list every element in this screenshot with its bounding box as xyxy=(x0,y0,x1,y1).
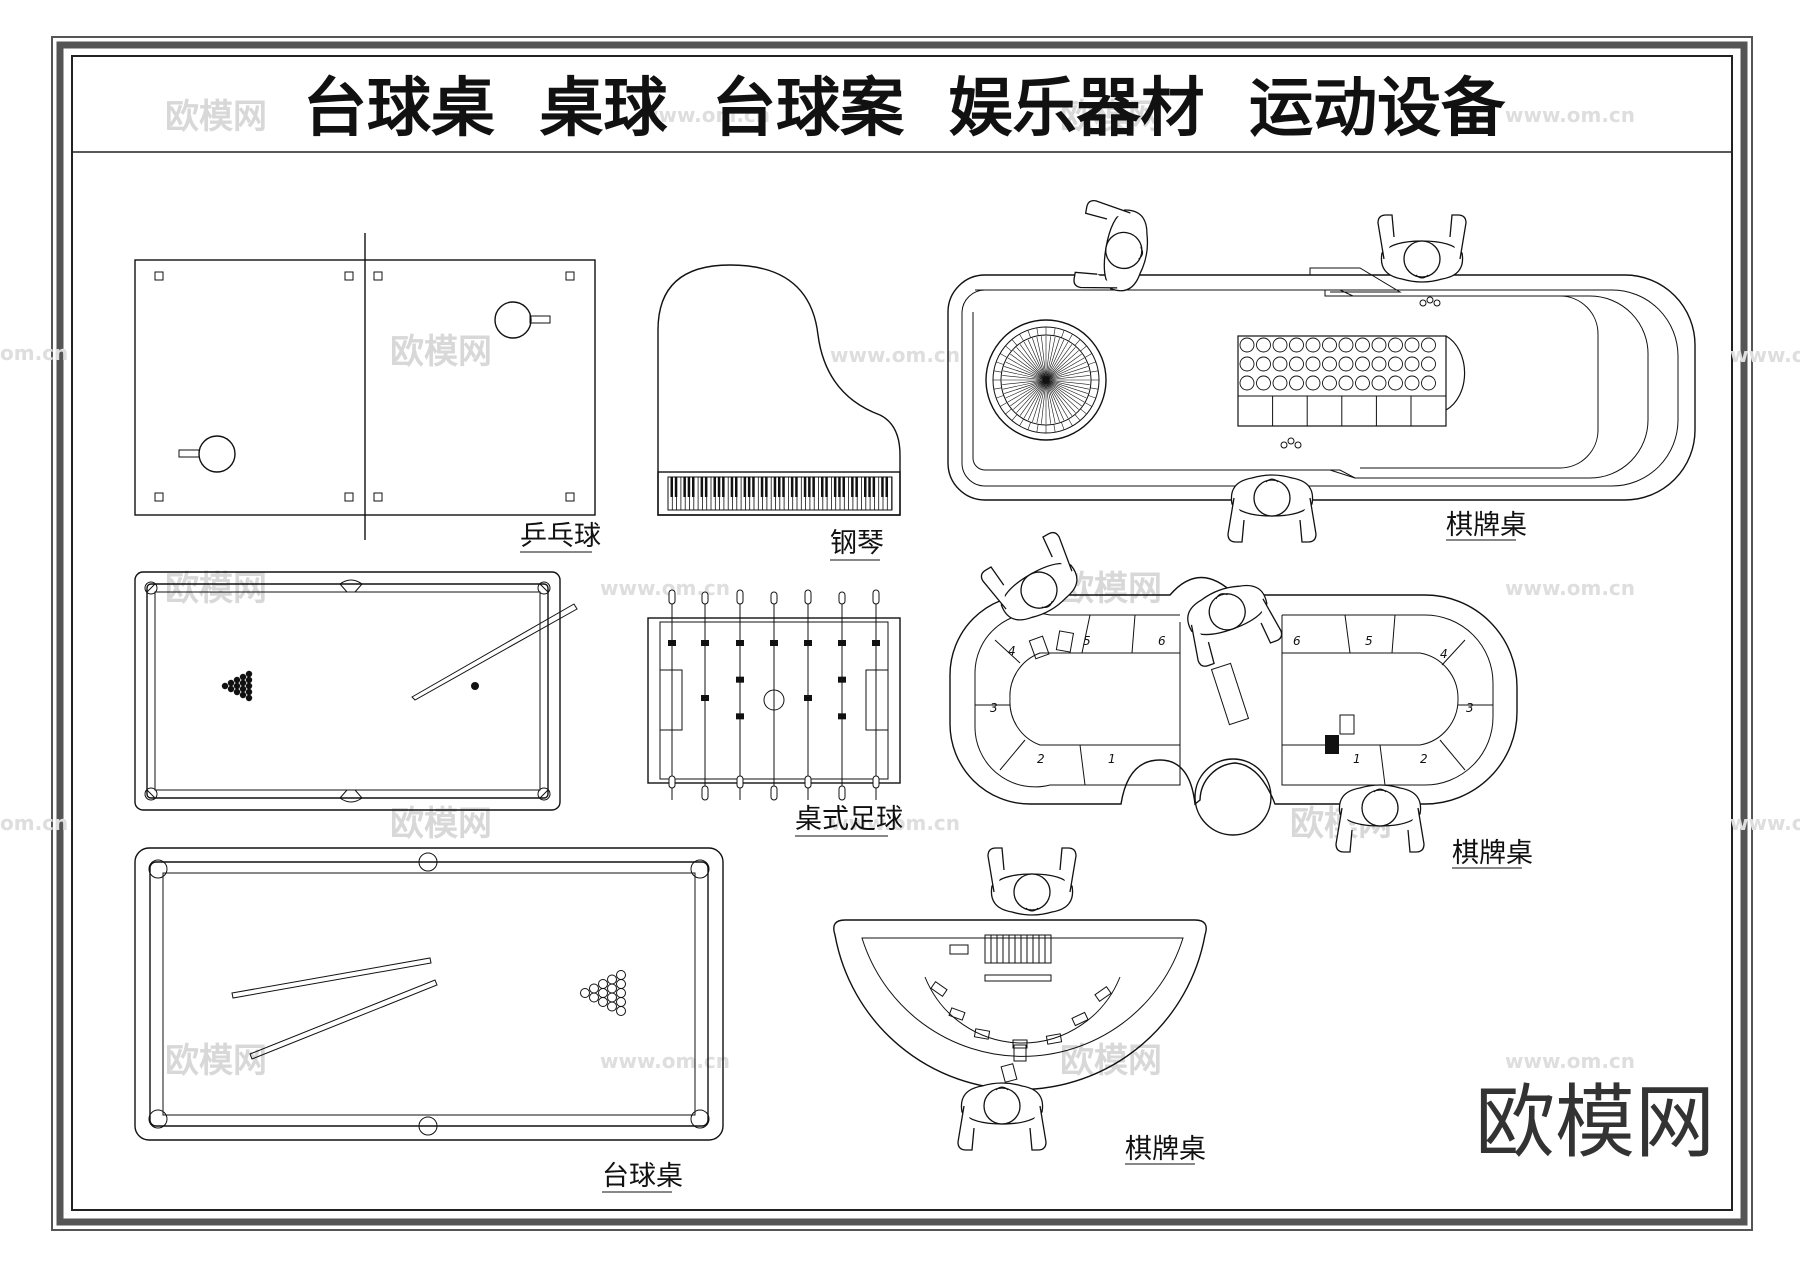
watermark-url: www.om.cn xyxy=(1505,103,1635,127)
person-figure xyxy=(980,531,1078,621)
ball-rack xyxy=(221,670,253,702)
betting-grid xyxy=(1237,335,1466,427)
person-figure xyxy=(987,847,1077,916)
watermark-url: om.cn xyxy=(0,811,68,835)
svg-text:2: 2 xyxy=(1037,752,1045,766)
piano-label: 钢琴 xyxy=(830,528,884,559)
svg-text:6: 6 xyxy=(1293,634,1301,648)
card-table-label: 棋牌桌 xyxy=(1446,510,1527,541)
svg-text:1: 1 xyxy=(1108,752,1116,766)
watermark-url: www.om.cn xyxy=(600,1049,730,1073)
people-figures xyxy=(957,199,1467,1151)
playing-card-icon xyxy=(1000,1044,1027,1083)
watermark-url: www.om.cn xyxy=(830,343,960,367)
svg-text:4: 4 xyxy=(1008,644,1016,658)
billiards-label: 台球桌 xyxy=(602,1161,683,1192)
roulette-table xyxy=(947,267,1696,501)
seat-numbers: 1 2 3 4 5 6 6 5 4 3 2 1 xyxy=(990,634,1474,766)
watermark-logo: 欧模网 xyxy=(165,1041,267,1081)
svg-text:6: 6 xyxy=(1158,634,1166,648)
foosball-table xyxy=(647,589,901,801)
billiards-table-small xyxy=(134,571,578,811)
card-table-label: 棋牌桌 xyxy=(1452,838,1533,869)
watermark-url: www.om.cn xyxy=(640,103,770,127)
person-figure xyxy=(1335,784,1425,853)
playing-card-icon xyxy=(1028,630,1355,754)
drawing-frame xyxy=(51,36,1753,1231)
ball-rack xyxy=(580,970,626,1016)
card-table-label: 棋牌桌 xyxy=(1125,1134,1206,1165)
sheet-title: 台球桌 桌球 台球案 娱乐器材 运动设备 xyxy=(303,72,1506,146)
person-figure xyxy=(1187,584,1283,667)
pingpong-label: 乒乓球 xyxy=(520,521,601,552)
watermark-url: www.om.cn xyxy=(600,576,730,600)
cue-ball xyxy=(471,682,479,690)
watermark-logo: 欧模网 xyxy=(390,332,492,372)
person-figure xyxy=(1227,474,1317,543)
paddle-icon xyxy=(494,301,551,339)
pingpong-table xyxy=(134,233,596,540)
cue-stick xyxy=(411,603,578,701)
person-figure xyxy=(957,1082,1047,1151)
piano-keyboard xyxy=(667,476,893,511)
watermark-url: www.om.cn xyxy=(1505,1049,1635,1073)
roulette-wheel xyxy=(985,319,1107,441)
double-card-table: 1 2 3 4 5 6 6 5 4 3 2 1 xyxy=(949,576,1518,836)
svg-text:5: 5 xyxy=(1083,634,1091,648)
svg-text:4: 4 xyxy=(1440,647,1448,661)
grand-piano xyxy=(657,264,901,516)
svg-text:5: 5 xyxy=(1365,634,1373,648)
person-figure xyxy=(1377,214,1467,283)
watermark-url: www.om.cn xyxy=(1505,576,1635,600)
person-figure xyxy=(1073,199,1149,292)
billiards-table-large xyxy=(134,847,724,1141)
watermark-url: om.cn xyxy=(0,341,68,365)
blackjack-table xyxy=(833,919,1207,1091)
svg-text:3: 3 xyxy=(990,701,998,715)
foosball-label: 桌式足球 xyxy=(795,804,903,835)
cue-stick xyxy=(249,979,438,1060)
foosball-rods xyxy=(668,589,880,801)
watermark-logo: 欧模网 xyxy=(165,97,267,137)
watermark-url: www.om.cn xyxy=(1730,811,1800,835)
watermark-logo: 欧模网 xyxy=(165,569,267,609)
svg-text:3: 3 xyxy=(1466,701,1474,715)
watermark-url: www.om.cn xyxy=(830,811,960,835)
cue-stick xyxy=(231,957,432,999)
paddle-icon xyxy=(178,435,236,473)
svg-text:1: 1 xyxy=(1353,752,1361,766)
watermark-logo: 欧模网 xyxy=(1060,1041,1162,1081)
svg-text:2: 2 xyxy=(1420,752,1428,766)
brand-logo: 欧模网 xyxy=(1475,1076,1715,1169)
watermark-logo: 欧模网 xyxy=(1060,97,1162,137)
watermark-url: www.om.cn xyxy=(1730,343,1800,367)
